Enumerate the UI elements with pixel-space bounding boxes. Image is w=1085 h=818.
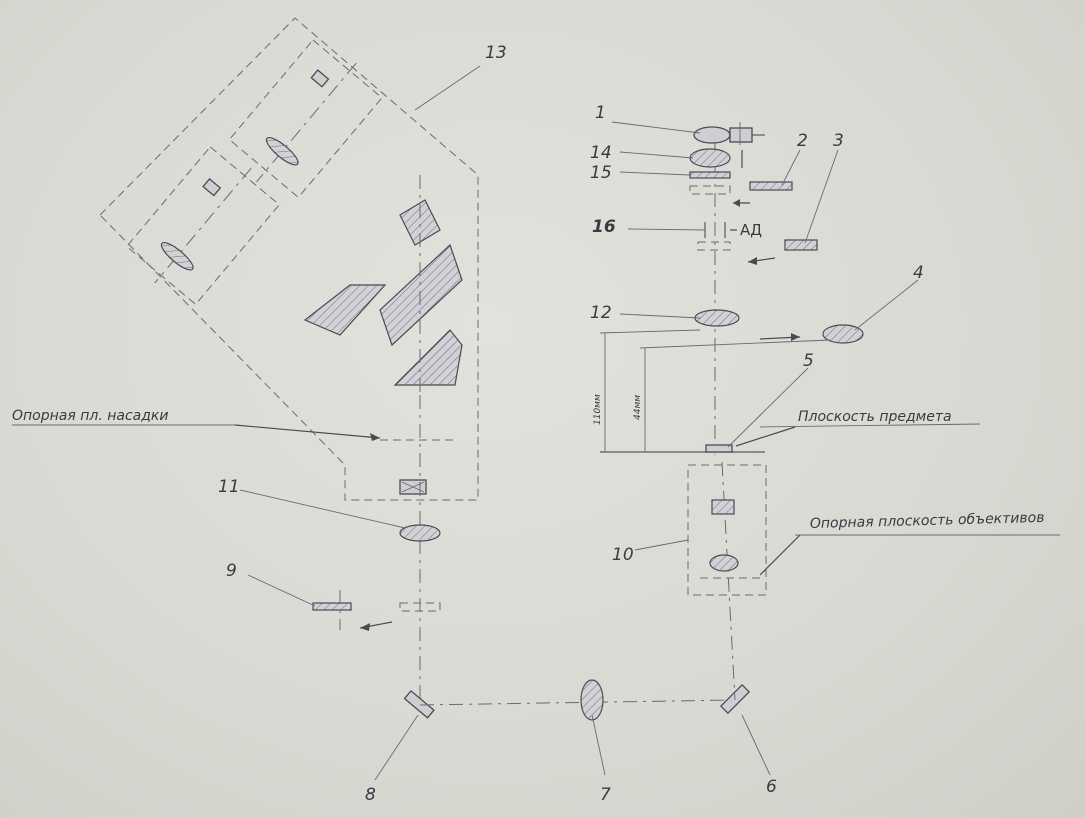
eyepiece-tube-upper xyxy=(228,39,383,199)
ad-label: АД xyxy=(740,221,762,239)
lamp-1 xyxy=(693,126,731,144)
attachment-reference-plane: Опорная пл. насадки xyxy=(12,408,455,441)
left-optical-axis xyxy=(312,395,441,719)
callout-9: 9 xyxy=(226,561,237,581)
leader-lines xyxy=(239,65,919,781)
collector-14 xyxy=(689,148,731,168)
filter-2 xyxy=(749,181,793,191)
object-plane-label: Плоскость предмета xyxy=(798,409,952,425)
callout-14: 14 xyxy=(590,143,612,163)
callout-11: 11 xyxy=(218,477,240,497)
objective-lens-lower xyxy=(709,554,739,572)
callout-7: 7 xyxy=(600,785,611,805)
condenser-12 xyxy=(694,309,740,327)
binocular-attachment-housing xyxy=(99,17,479,501)
callout-12: 12 xyxy=(590,303,612,323)
callout-16: 16 xyxy=(592,217,616,237)
dimension-44-label: 44мм xyxy=(633,395,643,420)
bottom-horizontal-path xyxy=(419,679,751,721)
lens-7 xyxy=(580,679,604,721)
callout-5: 5 xyxy=(803,351,814,371)
objective-lens-upper xyxy=(711,499,735,515)
filter-3 xyxy=(784,239,818,251)
lens-11 xyxy=(399,524,441,542)
lens-4 xyxy=(822,324,864,344)
callout-13: 13 xyxy=(485,43,507,63)
right-labels: Плоскость предмета Опорная плоскость объ… xyxy=(735,409,1060,576)
callout-numbers: 1 2 3 4 5 6 7 8 9 10 11 12 13 14 15 16 xyxy=(218,43,924,805)
attachment-prisms xyxy=(303,175,463,495)
callout-2: 2 xyxy=(797,131,808,151)
callout-8: 8 xyxy=(365,785,376,805)
objectives-plane-label: Опорная плоскость объективов xyxy=(810,510,1045,532)
attachment-plane-label: Опорная пл. насадки xyxy=(12,408,168,424)
callout-10: 10 xyxy=(612,545,634,565)
mirror-8 xyxy=(403,689,435,719)
callout-6: 6 xyxy=(766,777,777,797)
right-optical-axis: 110мм 44мм xyxy=(593,122,864,701)
eyepiece-tube-lower xyxy=(125,146,280,306)
callout-3: 3 xyxy=(833,131,844,151)
callout-4: 4 xyxy=(913,263,924,283)
dimension-110-label: 110мм xyxy=(593,394,603,425)
filter-15 xyxy=(689,171,731,179)
callout-15: 15 xyxy=(590,163,612,183)
filter-9 xyxy=(312,602,352,611)
callout-1: 1 xyxy=(595,103,606,123)
